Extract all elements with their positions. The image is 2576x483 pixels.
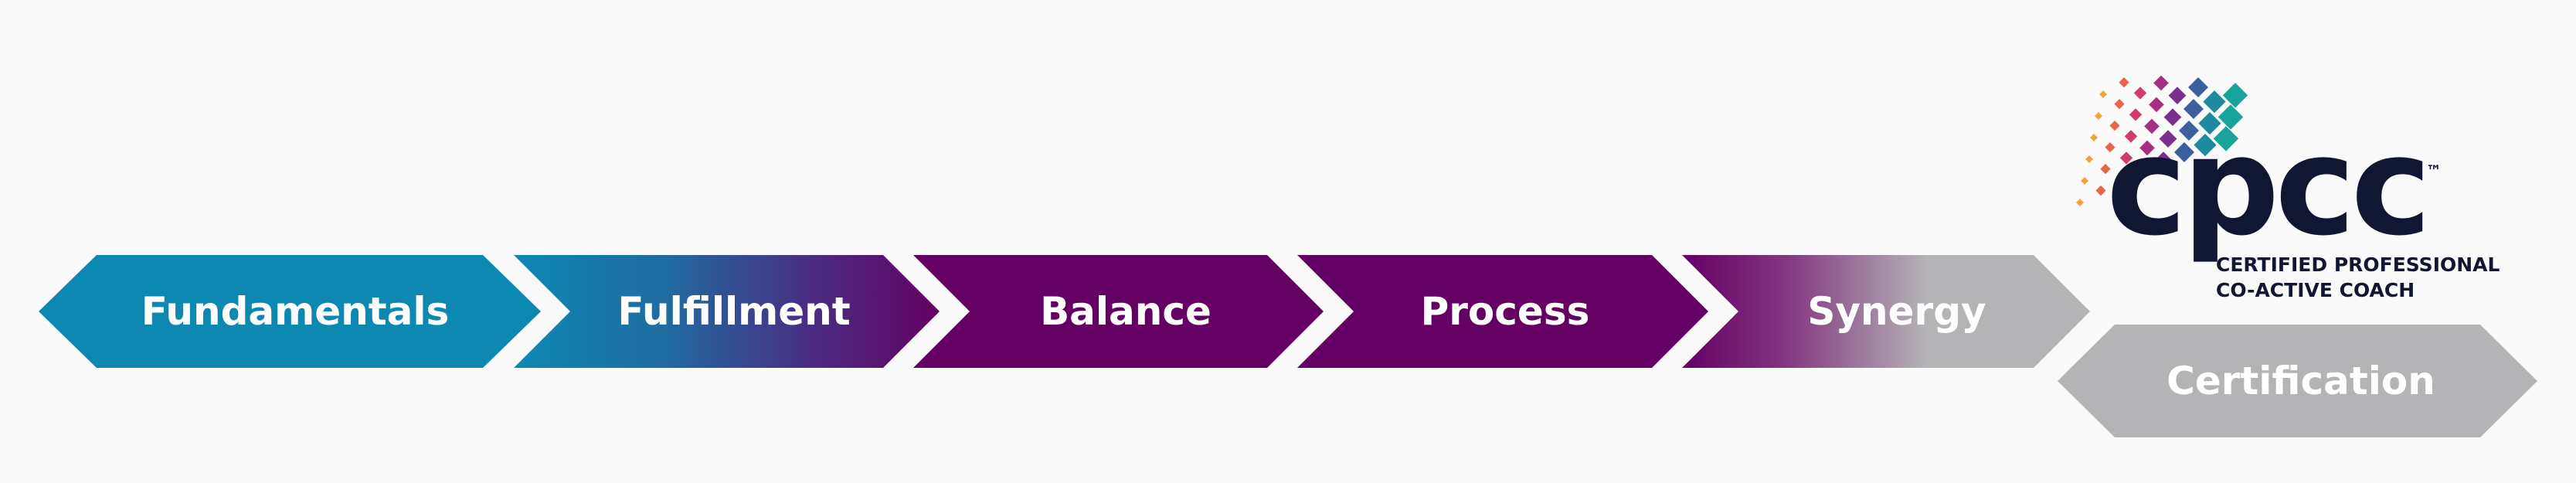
- logo-diamond-icon: [2149, 97, 2164, 113]
- logo-diamond-icon: [2124, 130, 2138, 143]
- logo-diamond-icon: [2114, 99, 2125, 110]
- certification-badge: Certification: [2058, 325, 2537, 437]
- logo-trademark: ™: [2426, 162, 2442, 180]
- logo-diamond-icon: [2222, 83, 2248, 108]
- step-fulfillment-shape: [514, 255, 940, 368]
- logo-diamond-icon: [2099, 90, 2107, 98]
- logo-wordmark: cpcc: [2106, 107, 2427, 266]
- logo-diamond-icon: [2194, 134, 2217, 157]
- logo-diamond-icon: [2174, 142, 2194, 162]
- logo-diamond-icon: [2154, 151, 2173, 169]
- logo-diamond-icon: [2188, 77, 2208, 97]
- logo-diamond-icon: [2153, 75, 2169, 91]
- certification-shape: [2058, 325, 2537, 437]
- logo-diamond-icon: [2217, 104, 2244, 130]
- step-balance-shape: [913, 255, 1324, 368]
- step-balance: Balance: [913, 255, 1324, 368]
- step-synergy-shape: [1682, 255, 2090, 368]
- logo-diamond-icon: [2198, 112, 2221, 135]
- logo-diamond-icon: [2144, 118, 2160, 134]
- logo-diamond-icon: [2095, 112, 2102, 120]
- logo-diamond-icon: [2168, 87, 2187, 104]
- step-fundamentals-label: Fundamentals: [141, 289, 450, 334]
- logo-diamond-icon: [2115, 173, 2129, 186]
- logo-diamond-icon: [2119, 151, 2133, 165]
- logo-diamond-icon: [2090, 134, 2098, 141]
- logo-diamond-icon: [2213, 126, 2239, 151]
- step-fulfillment-label: Fulfillment: [617, 289, 850, 334]
- step-fundamentals: Fundamentals: [39, 255, 541, 368]
- logo-diamond-icon: [2203, 90, 2226, 114]
- step-fundamentals-shape: [39, 255, 541, 368]
- logo-diamond-icon: [2081, 177, 2088, 185]
- logo-diamond-icon: [2183, 99, 2204, 119]
- step-process: Process: [1297, 255, 1708, 368]
- logo-diamond-icon: [2163, 108, 2182, 126]
- logo-diamond-mark-icon: [2076, 75, 2248, 206]
- logo-diamond-icon: [2100, 164, 2111, 175]
- logo-diamond-icon: [2109, 121, 2120, 131]
- logo-diamond-icon: [2129, 108, 2143, 121]
- certification-label: Certification: [2166, 359, 2435, 403]
- logo-tagline-line1: CERTIFIED PROFESSIONAL: [2216, 253, 2500, 276]
- logo-diamond-icon: [2139, 140, 2155, 156]
- logo-diamond-icon: [2135, 162, 2150, 178]
- logo-diamond-icon: [2105, 142, 2116, 153]
- logo-diamond-icon: [2095, 185, 2106, 196]
- logo-diamond-icon: [2119, 77, 2129, 88]
- logo-diamond-icon: [2179, 121, 2199, 141]
- cpcc-logo: cpcc ™ CERTIFIED PROFESSIONAL CO-ACTIVE …: [2076, 75, 2500, 301]
- logo-diamond-icon: [2085, 155, 2093, 163]
- step-synergy: Synergy: [1682, 255, 2090, 368]
- step-fulfillment: Fulfillment: [514, 255, 940, 368]
- logo-diamond-icon: [2076, 199, 2084, 206]
- logo-diamond-icon: [2159, 130, 2177, 148]
- step-balance-label: Balance: [1040, 289, 1212, 334]
- step-synergy-label: Synergy: [1807, 289, 1986, 334]
- step-process-label: Process: [1421, 289, 1590, 334]
- logo-diamond-icon: [2133, 87, 2147, 100]
- logo-tagline-line2: CO-ACTIVE COACH: [2216, 279, 2415, 301]
- step-process-shape: [1297, 255, 1708, 368]
